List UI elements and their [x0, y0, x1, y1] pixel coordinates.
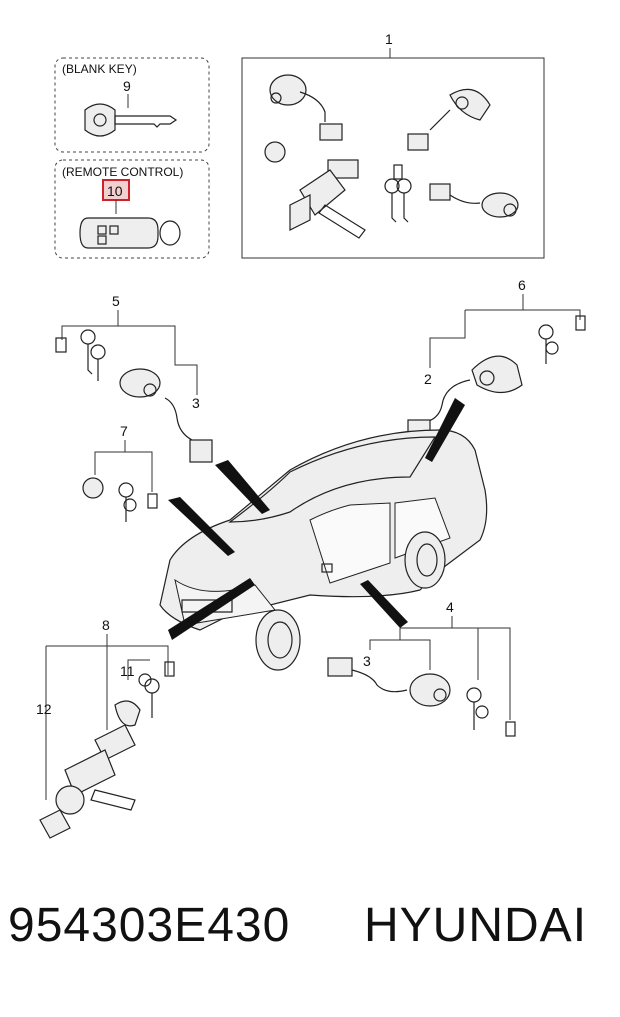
remote-key-fob-icon — [79, 217, 181, 249]
key-cylinder-set-7: 7 — [82, 423, 158, 522]
ignition-cylinder-icon — [264, 74, 343, 163]
part-footer: 954303E430 HYUNDAI — [0, 898, 620, 978]
steering-lock-icon — [289, 159, 366, 239]
blank-key-icon — [84, 103, 178, 137]
callout-4: 4 — [446, 599, 454, 615]
callout-7: 7 — [120, 423, 128, 439]
remote-control-box: (REMOTE CONTROL) 10 — [54, 159, 210, 259]
callout-3a: 3 — [192, 395, 200, 411]
remote-control-label: (REMOTE CONTROL) — [62, 165, 183, 179]
door-lock-set-right: 6 2 — [407, 277, 586, 437]
door-lock-set-left: 5 3 — [55, 293, 213, 463]
callout-8: 8 — [102, 617, 110, 633]
callout-3b: 3 — [363, 653, 371, 669]
callout-2: 2 — [424, 371, 432, 387]
callout-10: 10 — [107, 183, 123, 199]
part-number: 954303E430 — [8, 899, 291, 952]
blank-key-box: (BLANK KEY) 9 — [54, 57, 210, 153]
callout-9: 9 — [123, 78, 131, 94]
lock-set-box: 1 — [241, 31, 545, 259]
leader-wedges — [168, 398, 465, 640]
callout-6: 6 — [518, 277, 526, 293]
callout-5: 5 — [112, 293, 120, 309]
ignition-switch-set: 8 11 12 — [36, 617, 175, 839]
trunk-lock-icon — [429, 183, 519, 218]
door-lock-assembly-icon — [407, 88, 491, 151]
callout-12: 12 — [36, 701, 52, 717]
callout-1: 1 — [385, 31, 393, 47]
parts-diagram: (BLANK KEY) 9 (REMOTE CONTROL) 10 1 — [36, 31, 586, 839]
suv-illustration — [159, 429, 488, 671]
key-pair-icon — [384, 164, 412, 223]
blank-key-label: (BLANK KEY) — [62, 62, 137, 76]
callout-11: 11 — [120, 663, 135, 679]
door-lock-set-4: 4 3 — [327, 599, 516, 737]
brand-name: HYUNDAI — [364, 899, 588, 952]
